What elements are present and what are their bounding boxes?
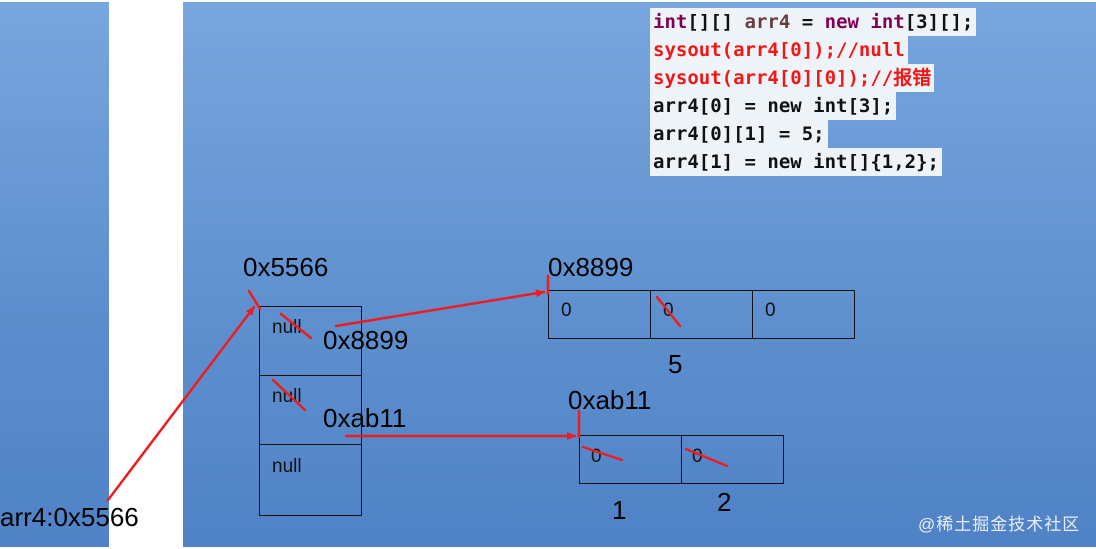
outer-cell-0-ref: 0x8899 [323, 325, 409, 355]
arrow-stack-to-outer [106, 305, 256, 502]
watermark: @稀土掘金技术社区 [918, 515, 1081, 534]
array-ab11-value-1: 0 [692, 446, 703, 467]
code-token: [][] [687, 11, 745, 33]
arrow-tick-outer [247, 289, 262, 311]
code-token: arr4 [744, 11, 791, 33]
stack-panel [0, 2, 109, 547]
strike-outer-null-1 [271, 378, 307, 412]
code-block: int[][] arr4 = new int[3][]; sysout(arr4… [650, 8, 977, 176]
outer-cell-1-value: null [272, 386, 302, 407]
code-token: int [653, 11, 688, 33]
outer-cell-0-value: null [272, 317, 302, 338]
code-line-1: int[][] arr4 = new int[3][]; [650, 8, 977, 36]
array-ab11-new-value-0: 1 [612, 495, 627, 525]
array-8899-value-2: 0 [765, 300, 776, 321]
code-line-5: arr4[0][1] = 5; [650, 120, 828, 148]
strike-outer-null-0 [279, 312, 313, 340]
code-token: int [870, 11, 905, 33]
code-line-4: arr4[0] = new int[3]; [650, 92, 897, 120]
outer-array-cell-2 [259, 444, 362, 516]
arrow-outer-to-8899 [334, 289, 546, 328]
outer-cell-1-ref: 0xab11 [323, 403, 407, 433]
array-ab11-new-value-1: 2 [717, 487, 732, 517]
outer-cell-2-value: null [272, 456, 302, 477]
stack-variable-label: arr4:0x5566 [0, 502, 139, 532]
code-token: [3][]; [904, 11, 974, 33]
code-line-3: sysout(arr4[0][0]);//报错 [650, 64, 935, 92]
array-ab11-cell-1 [681, 435, 784, 484]
heap-panel [183, 2, 1096, 547]
code-line-6: arr4[1] = new int[]{1,2}; [650, 148, 942, 176]
array-8899-new-value: 5 [668, 349, 683, 379]
array-8899-value-0: 0 [561, 300, 572, 321]
code-token: = [790, 11, 825, 33]
array-8899-cell-2 [752, 290, 855, 339]
outer-array-address: 0x5566 [243, 252, 329, 282]
strike-8899-cell-1 [655, 295, 682, 328]
array-8899-address: 0x8899 [548, 252, 634, 282]
code-token: new [824, 11, 859, 33]
array-ab11-value-0: 0 [591, 446, 602, 467]
array-ab11-address: 0xab11 [568, 385, 652, 415]
strike-ab11-cell-0 [581, 445, 624, 462]
code-line-2: sysout(arr4[0]);//null [650, 36, 908, 64]
strike-ab11-cell-1 [684, 447, 729, 468]
